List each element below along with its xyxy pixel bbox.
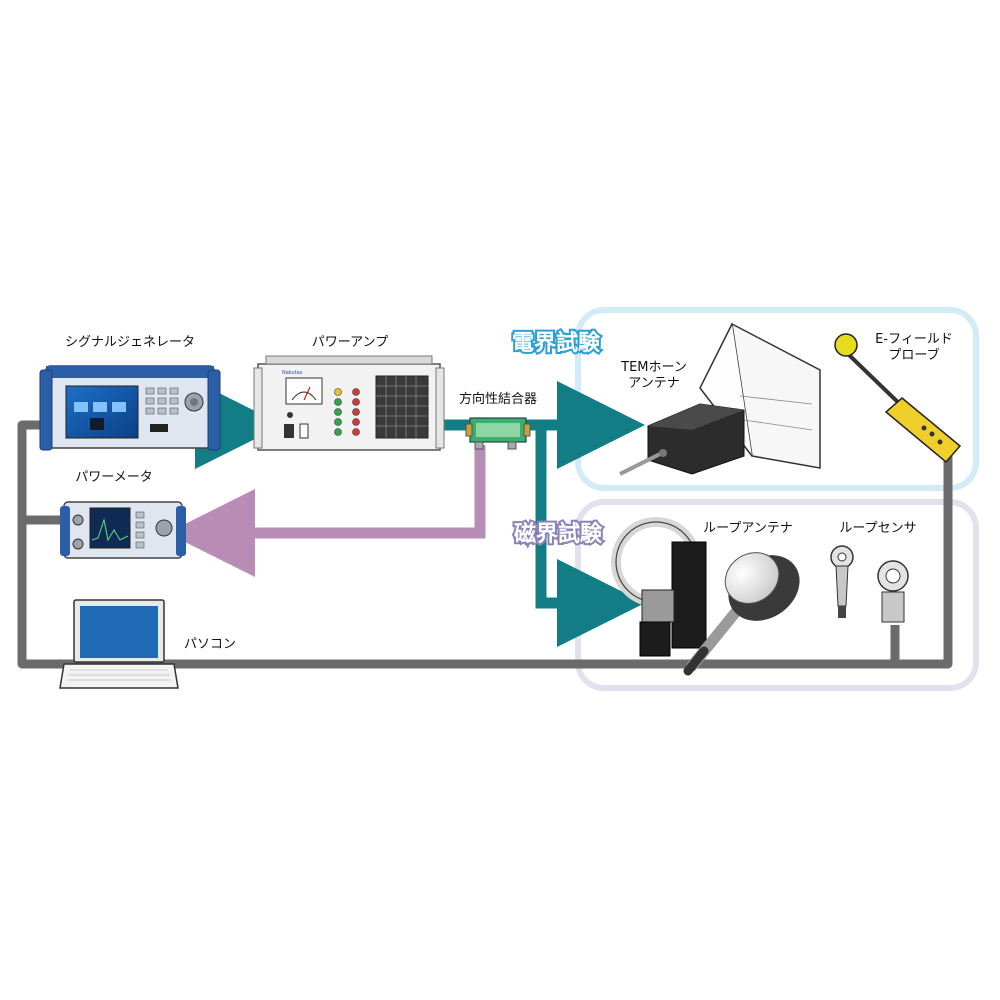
- laptop-device: [59, 599, 179, 689]
- directional-coupler-device: [465, 417, 531, 450]
- pc-cable-network: [17, 420, 953, 669]
- pc-label: パソコン: [184, 637, 236, 652]
- tem-horn-antenna-device: [619, 322, 821, 476]
- signal-generator-device: [39, 365, 221, 451]
- amp-brand-text: Nakutas: [282, 370, 303, 376]
- e-field-probe-device: [834, 333, 962, 464]
- tem-horn-label-line1: TEMホーン: [620, 360, 687, 375]
- signal-path: [195, 381, 645, 647]
- coupler-to-meter-arrow: [167, 445, 486, 577]
- loop-sensor-label: ループセンサ: [839, 521, 916, 536]
- directional-coupler-label: 方向性結合器: [459, 391, 537, 407]
- signal-generator-label: シグナルジェネレータ: [65, 335, 195, 350]
- e-field-probe-label-line1: E-フィールド: [875, 332, 953, 347]
- e-field-probe-label-line2: プローブ: [888, 347, 939, 363]
- electric-field-test-title: 電界試験: [512, 330, 601, 356]
- magnetic-field-test-title: 磁界試験: [514, 521, 603, 547]
- tem-horn-label-line2: アンテナ: [628, 376, 679, 391]
- power-amp-label: パワーアンプ: [312, 335, 389, 350]
- loop-antenna-device: [611, 517, 800, 676]
- power-meter-label: パワーメータ: [75, 470, 152, 485]
- loop-antenna-label: ループアンテナ: [703, 521, 793, 536]
- power-amp-device: [253, 355, 445, 451]
- loop-sensor-device: [830, 545, 909, 623]
- coupler-to-loop-arrow: [535, 425, 645, 647]
- power-meter-device: [60, 501, 186, 559]
